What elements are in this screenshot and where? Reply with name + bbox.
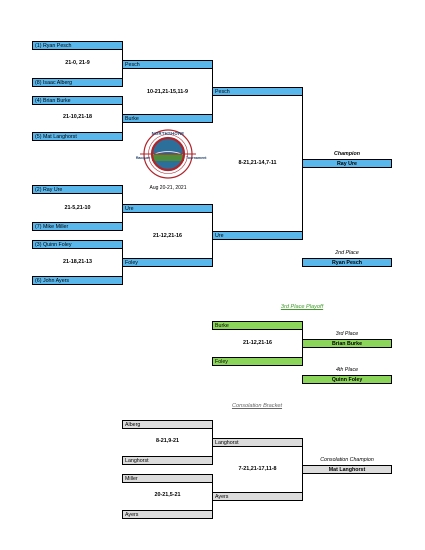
second-place-label: 2nd Place [335, 250, 359, 256]
consolation-title: Consolation Bracket [231, 403, 283, 409]
logo-text-right: Tournament [186, 156, 207, 160]
r1-slot-4: (5) Mat Langhorst [32, 132, 123, 141]
r2-score-2: 21-12,21-16 [152, 233, 183, 239]
consolation-r1-slot-3: Miller [122, 474, 213, 483]
third-place-slot-2: Foley [212, 357, 303, 366]
r1-score-1: 21-0, 21-9 [65, 60, 90, 66]
tournament-logo: NORTHSHORE Racquet Tournament Aug 20-21,… [128, 128, 208, 198]
consolation-r2-slot-2: Ayers [212, 492, 303, 501]
third-place-winner: Brian Burke [302, 339, 392, 348]
r1-score-4: 21-18,21-13 [62, 259, 93, 265]
third-place-score: 21-12,21-16 [242, 340, 273, 346]
r2-slot-2: Burke [122, 114, 213, 123]
third-place-slot-1: Burke [212, 321, 303, 330]
third-place-label: 3rd Place [335, 331, 359, 337]
r1-score-3: 21-5,21-10 [64, 205, 91, 211]
r1-slot-3: (4) Brian Burke [32, 96, 123, 105]
logo-text-top: NORTHSHORE [151, 131, 185, 136]
r1-slot-6: (7) Mike Miller [32, 222, 123, 231]
r2-slot-4: Foley [122, 258, 213, 267]
champion-label: Champion [334, 151, 360, 157]
r1-slot-8: (6) John Ayers [32, 276, 123, 285]
consolation-final-score: 7-21,21-17,11-8 [238, 466, 277, 472]
consolation-r2-slot-1: Langhorst [212, 438, 303, 447]
fourth-place-slot: Quinn Foley [302, 375, 392, 384]
racquet-logo-icon [140, 129, 196, 179]
r2-slot-3: Ure [122, 204, 213, 213]
r3-slot-2: Ure [212, 231, 303, 240]
consolation-champion-slot: Mat Langhorst [302, 465, 392, 474]
logo-text-left: Racquet [135, 156, 150, 160]
final-score: 8-21,21-14,7-11 [238, 160, 277, 166]
r2-slot-1: Pesch [122, 60, 213, 69]
r2-score-1: 10-21,21-15,11-9 [146, 89, 189, 95]
consolation-r1-score-1: 8-21,9-21 [155, 438, 180, 444]
consolation-r1-slot-4: Ayers [122, 510, 213, 519]
champion-slot: Ray Ure [302, 159, 392, 168]
r1-score-2: 21-10,21-18 [62, 114, 93, 120]
r1-slot-2: (8) Isaac Alberg [32, 78, 123, 87]
r1-slot-1: (1) Ryan Pesch [32, 41, 123, 50]
logo-date: Aug 20-21, 2021 [149, 185, 187, 191]
consolation-r1-score-2: 20-21,5-21 [154, 492, 181, 498]
second-place-slot: Ryan Pesch [302, 258, 392, 267]
r1-slot-7: (3) Quinn Foley [32, 240, 123, 249]
r1-slot-5: (2) Ray Ure [32, 185, 123, 194]
third-place-title: 3rd Place Playoff [280, 304, 324, 310]
consolation-r1-slot-2: Langhorst [122, 456, 213, 465]
consolation-champion-label: Consolation Champion [320, 457, 374, 463]
fourth-place-label: 4th Place [335, 367, 359, 373]
consolation-r1-slot-1: Alberg [122, 420, 213, 429]
r3-slot-1: Pesch [212, 87, 303, 96]
